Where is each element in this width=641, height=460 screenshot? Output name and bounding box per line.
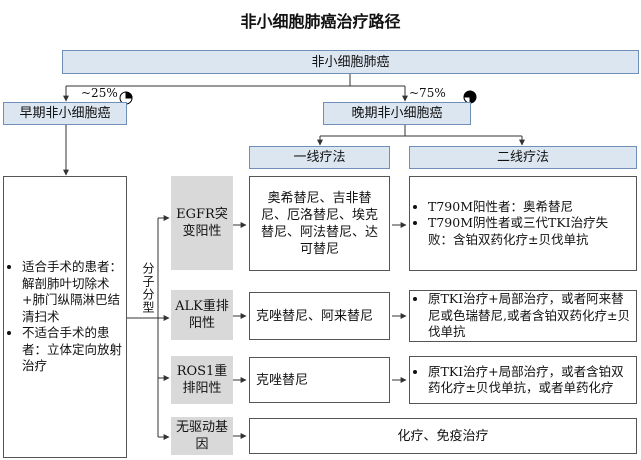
root-node: 非小细胞肺癌 xyxy=(62,50,639,74)
ros1-mutation-box: ROS1重排阳性 xyxy=(171,356,233,404)
ros1-first-line-box: 克唑替尼 xyxy=(249,357,390,403)
ros1-second-line-box: 原TKI治疗+局部治疗，或者含铂双药化疗±贝伐单抗，或者单药化疗 xyxy=(409,356,637,404)
early-treatment-box: 适合手术的患者：解剖肺叶切除术+肺门纵隔淋巴结清扫术 不适合手术的患者：立体定向… xyxy=(3,176,127,458)
egfr-second-line-item: T790M阴性者或三代TKI治疗失败：含铂双药化疗±贝伐单抗 xyxy=(428,215,632,248)
early-stage-node: 早期非小细胞癌 xyxy=(3,102,127,125)
second-line-header: 二线疗法 xyxy=(409,146,637,169)
early-treatment-item: 适合手术的患者：解剖肺叶切除术+肺门纵隔淋巴结清扫术 xyxy=(22,259,122,325)
egfr-second-line-box: T790M阳性者：奥希替尼 T790M阴性者或三代TKI治疗失败：含铂双药化疗±… xyxy=(409,176,637,271)
nodriver-treatment-box: 化疗、免疫治疗 xyxy=(249,418,637,454)
early-treatment-item: 不适合手术的患者：立体定向放射治疗 xyxy=(22,325,122,375)
early-percentage: ~25% xyxy=(81,86,118,100)
diagram-title: 非小细胞肺癌治疗路径 xyxy=(240,12,401,31)
first-line-header: 一线疗法 xyxy=(249,146,390,169)
nodriver-mutation-box: 无驱动基因 xyxy=(171,417,233,455)
egfr-first-line-box: 奥希替尼、吉非替尼、厄洛替尼、埃克替尼、阿法替尼、达可替尼 xyxy=(249,176,390,271)
late-percentage: ~75% xyxy=(409,86,446,100)
late-stage-node: 晚期非小细胞癌 xyxy=(323,102,471,125)
molecular-typing-label: 分子分型 xyxy=(141,262,155,314)
egfr-mutation-box: EGFR突变阳性 xyxy=(171,176,233,270)
egfr-second-line-item: T790M阳性者：奥希替尼 xyxy=(428,199,632,216)
alk-first-line-box: 克唑替尼、阿来替尼 xyxy=(249,292,390,340)
alk-second-line-box: 原TKI治疗+局部治疗，或者阿来替尼或色瑞替尼,或者含铂双药化疗±贝伐单抗 xyxy=(409,290,637,342)
alk-second-line-item: 原TKI治疗+局部治疗，或者阿来替尼或色瑞替尼,或者含铂双药化疗±贝伐单抗 xyxy=(428,291,632,341)
alk-mutation-box: ALK重排阳性 xyxy=(171,290,233,340)
ros1-second-line-item: 原TKI治疗+局部治疗，或者含铂双药化疗±贝伐单抗，或者单药化疗 xyxy=(428,364,632,397)
